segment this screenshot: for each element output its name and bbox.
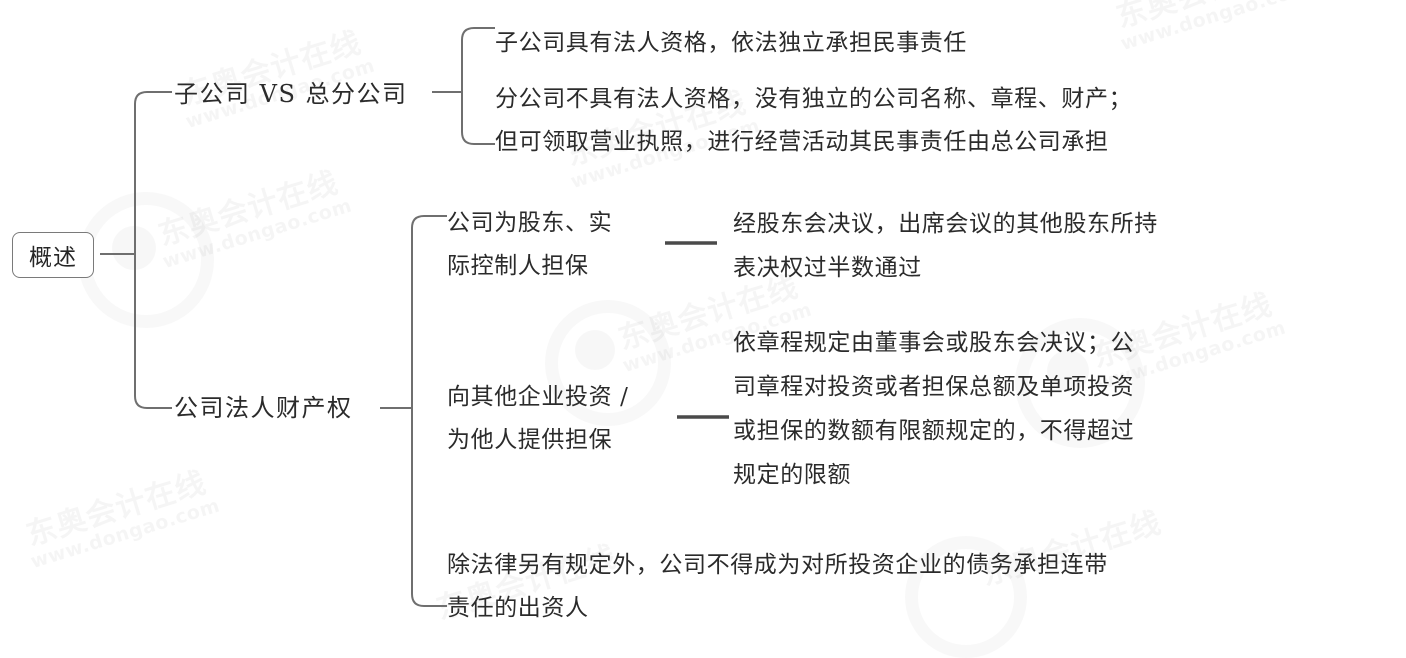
root-node[interactable]: 概述 — [12, 232, 94, 278]
sub-right-line: 经股东会决议，出席会议的其他股东所持 — [733, 211, 1158, 237]
leaf-line: 除法律另有规定外，公司不得成为对所投资企业的债务承担连带 — [447, 552, 1108, 578]
leaf-line: 责任的出资人 — [447, 595, 589, 621]
sub-right-line: 依章程规定由董事会或股东会决议；公 — [733, 330, 1135, 356]
sub-right-articles-of-association-limit[interactable]: 依章程规定由董事会或股东会决议；公 司章程对投资或者担保总额及单项投资 或担保的… — [733, 321, 1249, 497]
sub-left-investment-or-guarantee[interactable]: 向其他企业投资 / 为他人提供担保 — [447, 376, 687, 462]
leaf-line: 但可领取营业执照，进行经营活动其民事责任由总公司承担 — [495, 129, 1109, 155]
sub-left-line: 公司为股东、实 — [447, 210, 613, 236]
branch1-bracket — [461, 27, 495, 145]
sub-left-guarantee-for-shareholder[interactable]: 公司为股东、实 际控制人担保 — [447, 202, 677, 288]
watermark-dot — [575, 330, 615, 370]
sub-left-line: 际控制人担保 — [447, 253, 589, 279]
sub-right-line: 司章程对投资或者担保总额及单项投资 — [733, 374, 1135, 400]
branch-label-subsidiary-vs-branch[interactable]: 子公司 VS 总分公司 — [174, 80, 408, 108]
watermark-dot — [112, 226, 156, 270]
watermark-brand: 东奥会计在线 — [20, 458, 211, 554]
watermark-url: www.dongao.com — [160, 195, 354, 274]
sub-right-line: 或担保的数额有限额规定的，不得超过 — [733, 418, 1135, 444]
watermark-ring — [78, 192, 214, 328]
sub-left-line: 向其他企业投资 / — [447, 384, 629, 410]
sub-left-line: 为他人提供担保 — [447, 427, 613, 453]
branch2-bracket — [411, 215, 447, 607]
leaf-line: 分公司不具有法人资格，没有独立的公司名称、章程、财产； — [495, 86, 1133, 112]
sub-right-line: 规定的限额 — [733, 462, 851, 488]
main-trunk-bracket — [134, 91, 172, 409]
watermark-brand: 东奥会计在线 — [152, 158, 343, 254]
branch-label-corporate-property-rights[interactable]: 公司法人财产权 — [174, 394, 353, 422]
sub-right-shareholder-meeting-resolution[interactable]: 经股东会决议，出席会议的其他股东所持 表决权过半数通过 — [733, 202, 1253, 290]
leaf-no-joint-liability-investor[interactable]: 除法律另有规定外，公司不得成为对所投资企业的债务承担连带 责任的出资人 — [447, 544, 1247, 630]
sub-right-line: 表决权过半数通过 — [733, 255, 922, 281]
leaf-branch-office-no-legal-person[interactable]: 分公司不具有法人资格，没有独立的公司名称、章程、财产； 但可领取营业执照，进行经… — [495, 78, 1275, 164]
leaf-subsidiary-legal-person[interactable]: 子公司具有法人资格，依法独立承担民事责任 — [495, 30, 967, 56]
watermark-url: www.dongao.com — [28, 495, 222, 574]
